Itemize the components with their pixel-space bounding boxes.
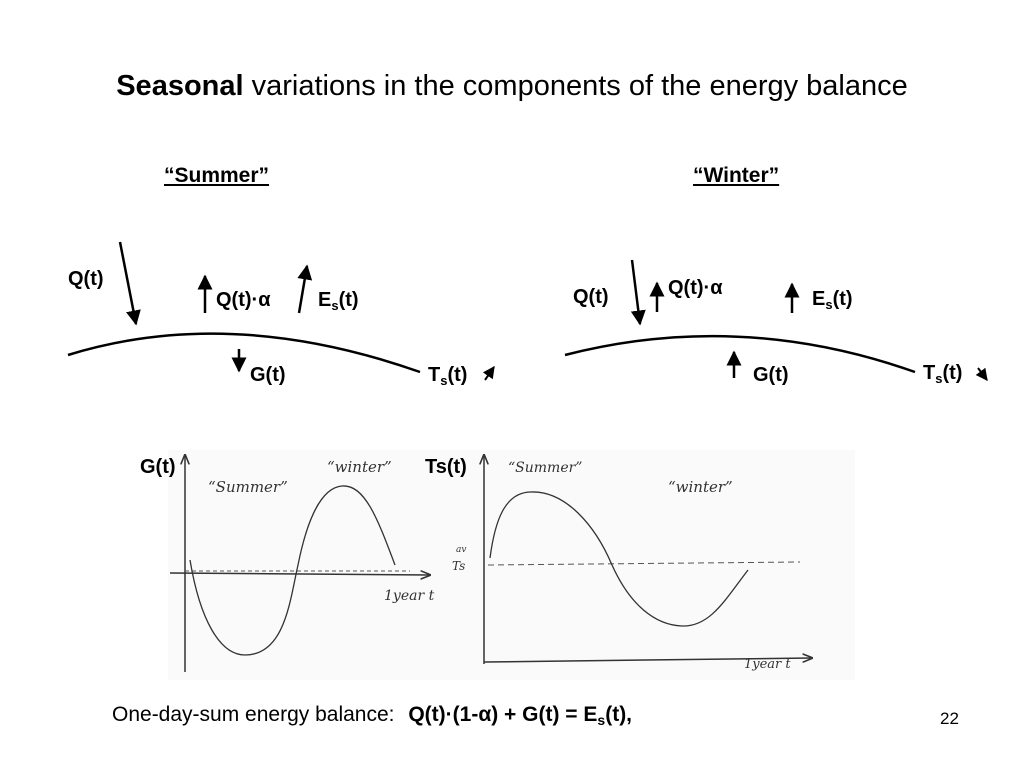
summer-q-arrow [118, 241, 141, 326]
winter-heading: “Winter” [693, 164, 780, 187]
summer-heading: “Summer” [164, 164, 270, 187]
winter-g-label: G(t) [753, 364, 789, 386]
summer-surface-curve [67, 332, 421, 374]
equation-formula: Q(t)·(1-α) + G(t) = Es(t), [408, 703, 633, 728]
ts-sketch-paper [450, 450, 855, 680]
winter-q-alpha-label: Q(t)·α [668, 277, 723, 299]
summer-es-arrow [297, 264, 313, 314]
g-sketch-x-axis [169, 573, 430, 575]
winter-q-arrow [630, 259, 646, 326]
ts-sketch-curve [489, 491, 749, 627]
g-sketch-summer-note: “Summer” [208, 478, 288, 496]
page-number: 22 [940, 709, 959, 728]
ts-sketch: “Summer” “winter” Ts av 1year t [450, 450, 855, 680]
summer-q-label: Q(t) [68, 268, 104, 290]
ts-sketch-winter-note: “winter” [668, 478, 733, 496]
title-rest: variations in the components of the ener… [243, 70, 908, 102]
g-sketch-time-label: 1year t [384, 588, 435, 604]
ts-sketch-average-label: Ts [452, 559, 465, 573]
g-sketch-axis-label: G(t) [140, 456, 176, 478]
summer-ts-label: Ts(t) [428, 364, 468, 388]
g-sketch-curve [189, 485, 396, 656]
winter-ts-arrow [975, 367, 988, 381]
winter-q-label: Q(t) [573, 286, 609, 308]
title-bold: Seasonal [116, 70, 244, 102]
ts-sketch-average-sup: av [456, 545, 466, 555]
g-sketch-paper [168, 450, 450, 680]
winter-ts-label: Ts(t) [923, 362, 963, 386]
ts-sketch-axis-label: Ts(t) [425, 456, 467, 478]
energy-balance-equation: One-day-sum energy balance: Q(t)·(1-α) +… [112, 703, 632, 728]
winter-es-label: Es(t) [812, 288, 853, 312]
equation-prefix: One-day-sum energy balance: [112, 703, 395, 726]
ts-sketch-summer-note: “Summer” [508, 460, 582, 476]
g-sketch: “Summer” “winter” 1year t [168, 450, 450, 680]
ts-sketch-time-label: 1year t [744, 657, 791, 672]
winter-surface-curve [564, 334, 916, 374]
slide-title: Seasonal variations in the components of… [0, 70, 1024, 103]
g-sketch-winter-note: “winter” [327, 458, 392, 476]
summer-ts-arrow [482, 366, 495, 381]
summer-q-alpha-label: Q(t)·α [216, 289, 271, 311]
summer-g-label: G(t) [250, 364, 286, 386]
ts-sketch-average-line [487, 561, 801, 566]
ts-sketch-x-axis [483, 658, 812, 662]
summer-es-label: Es(t) [318, 289, 359, 313]
